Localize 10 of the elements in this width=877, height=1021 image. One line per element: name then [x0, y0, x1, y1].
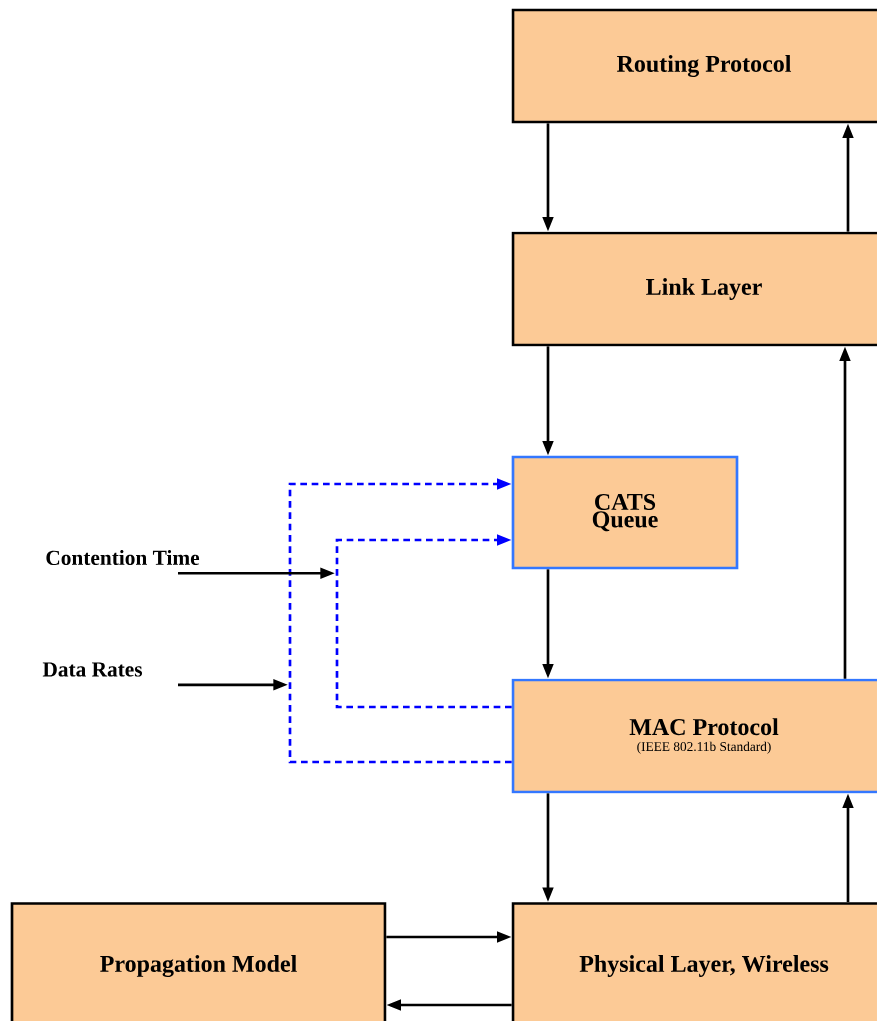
dashed-arrow: [288, 478, 512, 764]
layer-box: Physical Layer, Wireless: [511, 902, 877, 1021]
layer-box: MAC Protocol (IEEE 802.11b Standard): [511, 678, 877, 794]
layer-box: Routing Protocol: [511, 8, 877, 124]
input-label: Contention Time: [46, 550, 200, 565]
dashed-arrow: [335, 534, 512, 709]
input-label: Data Rates: [42, 662, 143, 677]
layer-box: Link Layer: [511, 231, 877, 347]
layer-box: CATS Queue: [511, 455, 739, 570]
layer-box: Propagation Model: [10, 902, 387, 1021]
